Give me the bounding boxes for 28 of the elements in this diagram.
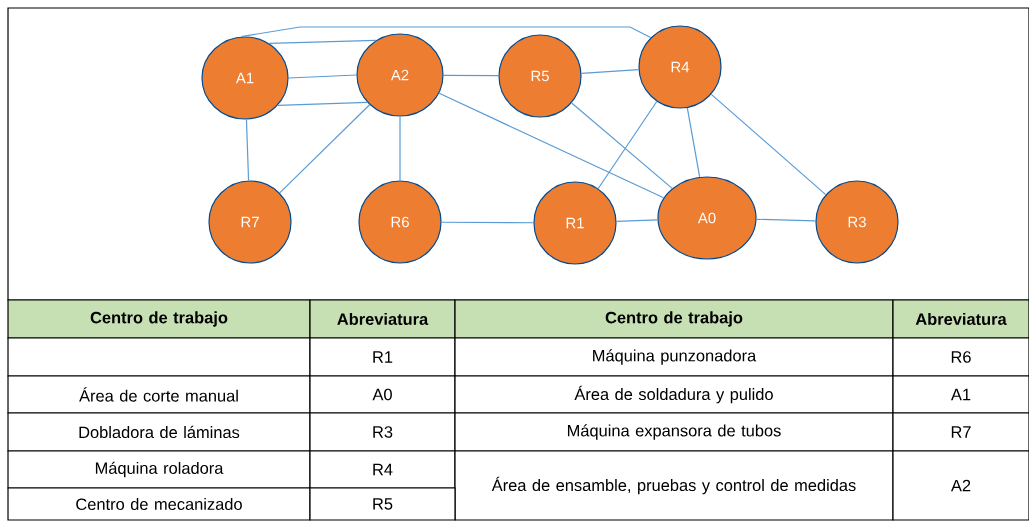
table-cell: R5 (309, 487, 456, 521)
connector-line (245, 118, 250, 181)
connector-line (438, 92, 665, 199)
table-cell: R7 (892, 412, 1029, 452)
table-cell: R4 (309, 450, 456, 489)
connector-line (441, 221, 534, 224)
table-cell: A1 (892, 375, 1029, 414)
header-cell: Abreviatura (892, 299, 1029, 339)
connector-line (615, 219, 659, 222)
connector-line (710, 93, 827, 196)
connector-line (399, 116, 401, 181)
connector-line (288, 74, 357, 79)
connector-line (580, 69, 640, 74)
connector-line (279, 104, 371, 194)
header-cell: Abreviatura (309, 299, 456, 339)
table-cell: A0 (309, 375, 456, 414)
connector-line (756, 218, 816, 222)
table-cell: R1 (309, 337, 456, 377)
connector-line (240, 26, 652, 39)
connector-line (268, 39, 377, 44)
table-cell: R3 (309, 412, 456, 452)
connector-line (571, 102, 673, 189)
connector-line (277, 101, 368, 107)
table-cell: A2 (892, 450, 1029, 521)
connector-line (686, 107, 701, 178)
table-cell: R6 (892, 337, 1029, 377)
connector-line (443, 74, 499, 77)
connector-line (597, 100, 658, 190)
